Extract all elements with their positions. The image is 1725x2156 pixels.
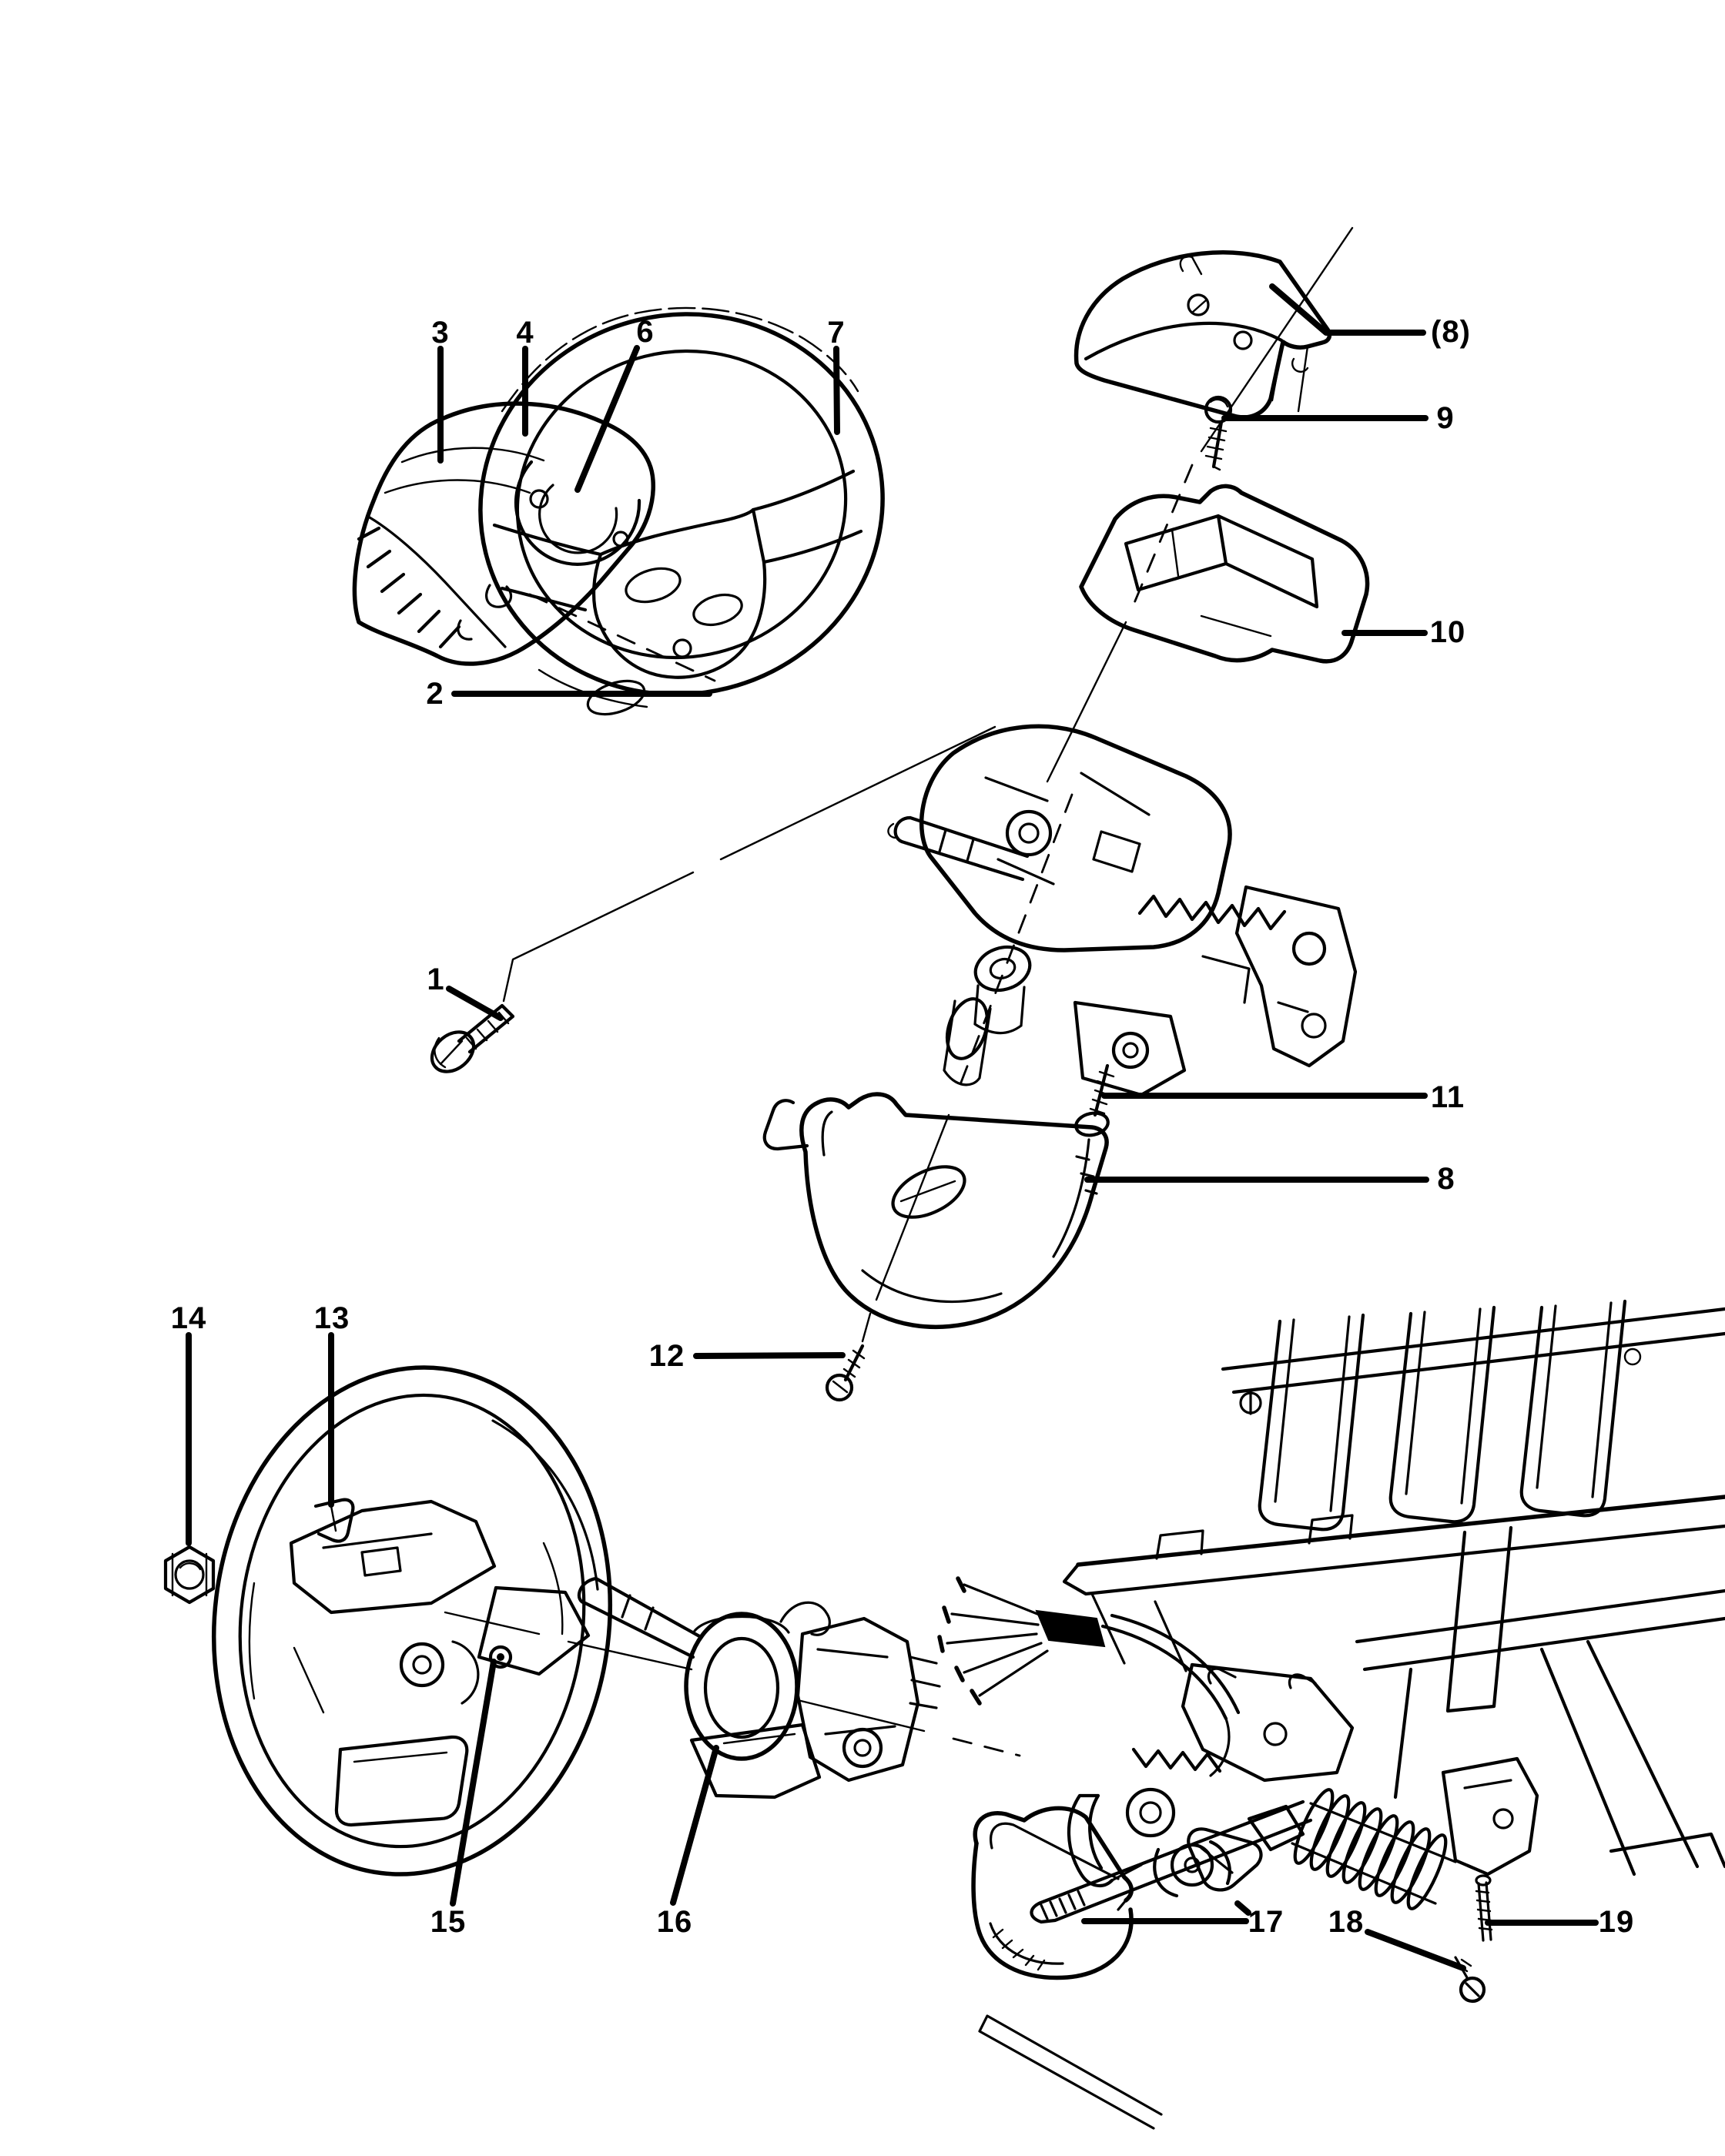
callout-label-15: 15 bbox=[430, 1905, 467, 1939]
clockspring-16 bbox=[577, 1576, 831, 1799]
upper-shroud-cap bbox=[1074, 250, 1332, 420]
lower-shroud-8 bbox=[762, 1092, 1109, 1330]
callout-leader-17-b bbox=[1234, 1900, 1251, 1916]
callout-label-8-upper: (8) bbox=[1431, 315, 1471, 349]
callout-leader-6 bbox=[574, 345, 640, 493]
upper-view bbox=[352, 226, 1370, 1402]
steering-wheel-top bbox=[478, 306, 885, 716]
boot-spring bbox=[1291, 1788, 1457, 1910]
callout-leader-18 bbox=[1365, 1929, 1466, 1971]
shroud-screw-9 bbox=[1204, 395, 1233, 471]
mounting-stud-19 bbox=[1475, 1874, 1493, 1942]
steering-column-lower bbox=[1030, 1662, 1539, 2004]
callout-label-2: 2 bbox=[426, 677, 444, 711]
callout-label-12: 12 bbox=[649, 1339, 685, 1373]
callout-leader-7 bbox=[833, 346, 840, 435]
airbag-bolt-1 bbox=[430, 1003, 515, 1073]
turn-signal-stalk bbox=[887, 815, 1030, 882]
steering-column-upper bbox=[887, 724, 1358, 1097]
horn-contact-15 bbox=[488, 1645, 513, 1669]
callout-leader-12 bbox=[693, 1352, 846, 1359]
callout-leader-8-upper bbox=[1269, 283, 1426, 336]
lower-shroud-17 bbox=[971, 1806, 1263, 1980]
support-bracket bbox=[1062, 1299, 1725, 1876]
intermediate-shaft bbox=[1030, 1799, 1313, 1924]
callout-label-18: 18 bbox=[1328, 1905, 1365, 1939]
callout-label-19: 19 bbox=[1599, 1905, 1635, 1939]
airbag-cover bbox=[352, 401, 655, 666]
lower-guide-lines bbox=[444, 1611, 1163, 2130]
callout-label-13: 13 bbox=[314, 1301, 350, 1335]
callout-label-1: 1 bbox=[427, 962, 444, 996]
shroud-screw-12 bbox=[825, 1344, 866, 1402]
callout-label-14: 14 bbox=[171, 1301, 207, 1335]
callout-label-10: 10 bbox=[1430, 615, 1466, 649]
callout-leader-16 bbox=[670, 1745, 719, 1906]
callout-leader-1 bbox=[446, 986, 504, 1021]
callout-label-4: 4 bbox=[516, 316, 534, 350]
steering-wheel-bottom bbox=[211, 1365, 613, 1876]
callout-label-17: 17 bbox=[1248, 1905, 1285, 1939]
callout-label-16: 16 bbox=[657, 1905, 693, 1939]
callout-label-8-lower: 8 bbox=[1437, 1162, 1455, 1196]
lower-view bbox=[163, 1299, 1725, 2130]
column-opening-cover-10 bbox=[1079, 484, 1370, 664]
callout-leader-15 bbox=[450, 1659, 497, 1907]
steering-wheel-nut-14 bbox=[163, 1545, 216, 1605]
wiring-harness bbox=[937, 1576, 1241, 1777]
callout-label-6: 6 bbox=[636, 315, 654, 349]
callout-label-7: 7 bbox=[827, 316, 845, 350]
callout-label-3: 3 bbox=[431, 316, 449, 350]
callout-label-11: 11 bbox=[1431, 1080, 1465, 1114]
switch-module bbox=[796, 1616, 941, 1783]
callout-label-9: 9 bbox=[1436, 401, 1454, 435]
turn-signal-stalk-bottom bbox=[577, 1576, 703, 1659]
wheel-clip-13 bbox=[313, 1498, 355, 1543]
upper-guide-lines bbox=[502, 226, 1354, 1343]
